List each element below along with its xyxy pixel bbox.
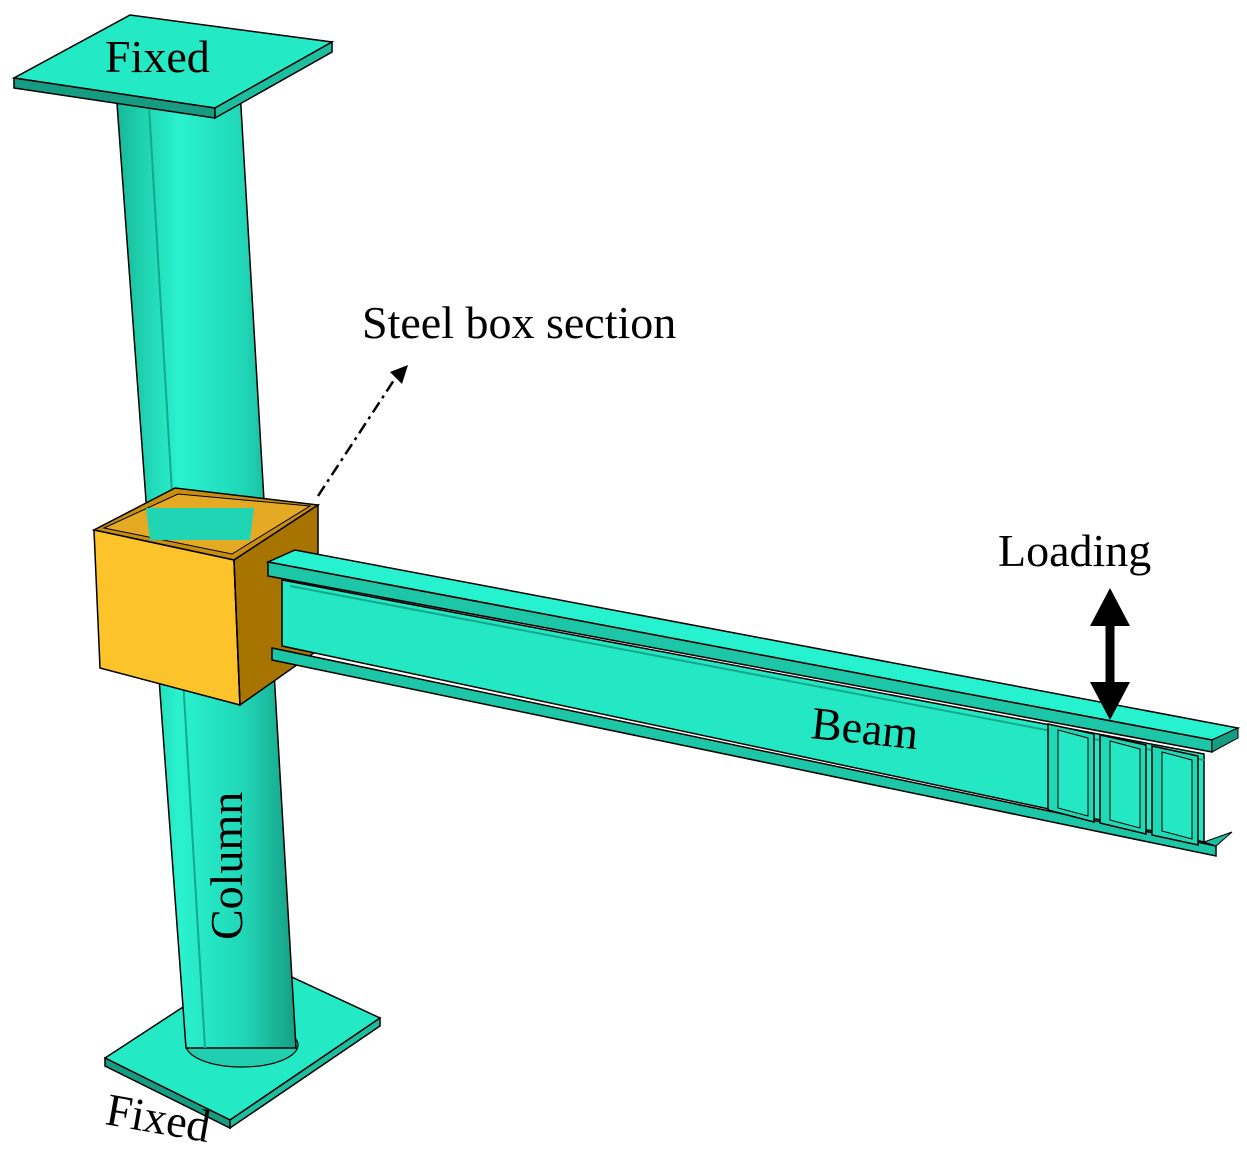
- label-fixed-top: Fixed: [105, 31, 210, 82]
- i-beam: [265, 549, 1241, 857]
- label-steel-box-section: Steel box section: [362, 297, 676, 348]
- label-beam: Beam: [809, 697, 921, 759]
- web-stiffeners: [1047, 723, 1199, 846]
- label-loading: Loading: [998, 525, 1151, 576]
- label-column: Column: [201, 792, 252, 940]
- steel-box-section: [91, 487, 321, 707]
- top-plate: [11, 14, 335, 120]
- steel-box-leader: [316, 365, 408, 497]
- loading-arrow: [1090, 588, 1130, 720]
